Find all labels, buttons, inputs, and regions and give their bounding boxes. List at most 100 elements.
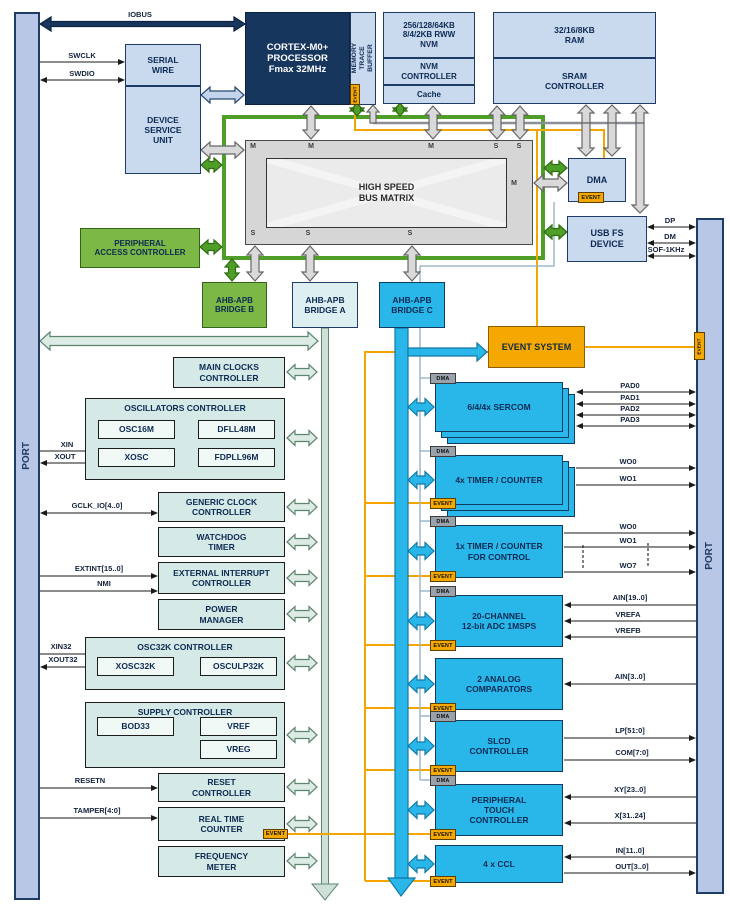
device-service-unit-block: DEVICE SERVICE UNIT bbox=[125, 86, 201, 174]
block-supply-sub-1: VREF bbox=[200, 717, 277, 736]
matrix-bridge-arrow-0 bbox=[245, 245, 265, 282]
signal-label-dp: DP bbox=[664, 216, 676, 225]
nvm-green-arrow bbox=[391, 102, 409, 117]
block-adc-event-tag: EVENT bbox=[430, 640, 456, 651]
signal-dp-arrowhead-right bbox=[689, 224, 696, 230]
dma-event-tag: EVENT bbox=[578, 192, 604, 203]
matrix-bridge-arrow-1 bbox=[300, 245, 320, 282]
signal-label-out3: OUT[3..0] bbox=[615, 862, 649, 871]
signal-label-nmi: NMI bbox=[97, 579, 111, 588]
matrix-port-top-4: S bbox=[516, 143, 522, 150]
signal-label-vrefa: VREFA bbox=[615, 610, 641, 619]
event-system-cyan-arrow bbox=[407, 341, 488, 363]
nvm-cache-block: Cache bbox=[383, 85, 475, 104]
ahb-apb-bridge-c-block: AHB-APB BRIDGE C bbox=[379, 282, 445, 328]
apb-a-bus-arrowhead bbox=[310, 883, 340, 901]
block-osc32k-sub-1: OSCULP32K bbox=[200, 657, 277, 676]
signal-label-tamper: TAMPER[4:0] bbox=[73, 806, 121, 815]
signal-label-resetn: RESETN bbox=[74, 776, 106, 785]
signal-label-swdio: SWDIO bbox=[69, 69, 95, 78]
dsu-green-arrow bbox=[200, 156, 223, 174]
left-block-connector-7 bbox=[286, 726, 318, 744]
signal-pad0-arrowhead-left bbox=[576, 389, 583, 395]
signal-label-x31: X[31..24] bbox=[614, 811, 646, 820]
signal-pad3-arrowhead-right bbox=[689, 423, 696, 429]
block-reset: RESET CONTROLLER bbox=[158, 773, 285, 802]
signal-label-gclk-io: GCLK_IO[4..0] bbox=[71, 501, 123, 510]
signal-label-pad0: PAD0 bbox=[620, 381, 640, 390]
signal-xout32-arrowhead-left bbox=[40, 664, 47, 670]
signal-xy-arrowhead-left bbox=[564, 794, 571, 800]
signal-swdio-arrowhead-right bbox=[118, 77, 125, 83]
right-port-bar: PORT bbox=[696, 218, 724, 894]
signal-pad1-arrowhead-right bbox=[689, 401, 696, 407]
matrix-port-top-2: M bbox=[428, 143, 434, 150]
left-port-label: PORT bbox=[21, 442, 33, 470]
sram-controller-block: SRAM CONTROLLER bbox=[493, 58, 656, 104]
nvm-controller-block: NVM CONTROLLER bbox=[383, 58, 475, 85]
signal-label-tc-wo1: WO1 bbox=[619, 474, 637, 483]
signal-com-arrowhead-right bbox=[689, 757, 696, 763]
signal-label-tcc-wo1: WO1 bbox=[619, 536, 637, 545]
apb-a-bus bbox=[321, 327, 329, 885]
signal-pad2-arrowhead-left bbox=[576, 412, 583, 418]
signal-gclk-io-arrowhead-right bbox=[151, 510, 158, 516]
left-block-connector-8 bbox=[286, 778, 318, 796]
sram-up-arrow-1 bbox=[602, 104, 622, 124]
left-port-bar: PORT bbox=[14, 12, 40, 900]
block-freq-meter: FREQUENCY METER bbox=[158, 846, 285, 877]
signal-ain19-arrowhead-left bbox=[564, 602, 571, 608]
right-block-connector-1 bbox=[407, 470, 435, 490]
signal-swdio-arrowhead-left bbox=[40, 77, 47, 83]
block-ccl-event-tag: EVENT bbox=[430, 876, 456, 887]
group-oscillators-title: OSCILLATORS CONTROLLER bbox=[124, 403, 246, 413]
block-ptc: PERIPHERAL TOUCH CONTROLLER bbox=[435, 784, 563, 836]
left-block-connector-3 bbox=[286, 533, 318, 551]
signal-vrefb-arrowhead-left bbox=[564, 634, 571, 640]
block-tc-event-tag: EVENT bbox=[430, 498, 456, 509]
signal-label-tcc-wo7: WO7 bbox=[619, 561, 637, 570]
block-watchdog: WATCHDOG TIMER bbox=[158, 527, 285, 557]
signal-label-tcc-wo0: WO0 bbox=[619, 522, 637, 531]
dsu-cortex-arrow bbox=[200, 85, 245, 105]
matrix-port-bottom-1: S bbox=[305, 230, 311, 237]
signal-sof-arrowhead-left bbox=[647, 253, 654, 259]
block-slcd-dma-tag: DMA bbox=[430, 711, 456, 722]
mtb-event-tag: EVENT bbox=[350, 84, 360, 105]
signal-label-dm: DM bbox=[664, 232, 676, 241]
matrix-port-bottom-2: S bbox=[407, 230, 413, 237]
block-oscillators-sub-3: FDPLL96M bbox=[198, 448, 275, 467]
left-block-connector-5 bbox=[286, 605, 318, 623]
signal-resetn-arrowhead-right bbox=[151, 785, 158, 791]
block-main-clocks: MAIN CLOCKS CONTROLLER bbox=[173, 357, 285, 388]
signal-dm-arrowhead-left bbox=[647, 240, 654, 246]
block-ptc-event-tag: EVENT bbox=[430, 829, 456, 840]
bridge-b-green-arrow bbox=[223, 258, 241, 282]
block-oscillators-sub-2: XOSC bbox=[98, 448, 175, 467]
nvm-memory-block: 256/128/64KB 8/4/2KB RWW NVM bbox=[383, 12, 475, 58]
mtb-bus-arrow bbox=[365, 104, 381, 124]
block-tcc-dma-tag: DMA bbox=[430, 516, 456, 527]
dma-green-arrow bbox=[543, 159, 568, 177]
right-port-label: PORT bbox=[704, 542, 716, 570]
signal-pad0-arrowhead-right bbox=[689, 389, 696, 395]
matrix-port-top-1: M bbox=[308, 143, 314, 150]
signal-extint-arrowhead-right bbox=[151, 573, 158, 579]
group-osc32k-title: OSC32K CONTROLLER bbox=[137, 642, 233, 652]
signal-pad2-arrowhead-right bbox=[689, 412, 696, 418]
right-block-connector-3 bbox=[407, 611, 435, 631]
block-oscillators-sub-1: DFLL48M bbox=[198, 420, 275, 439]
matrix-dma-arrow bbox=[533, 173, 568, 193]
cortex-matrix-arrow bbox=[301, 105, 321, 140]
signal-label-xin32: XIN32 bbox=[50, 642, 72, 651]
block-oscillators-sub-0: OSC16M bbox=[98, 420, 175, 439]
block-supply-sub-2: VREG bbox=[200, 740, 277, 759]
signal-ain3-arrowhead-left bbox=[564, 681, 571, 687]
high-speed-bus-matrix-block: HIGH SPEED BUS MATRIX bbox=[266, 158, 507, 228]
signal-label-lp: LP[51:0] bbox=[615, 726, 645, 735]
signal-tc-wo0-arrowhead-right bbox=[689, 465, 696, 471]
block-eic: EXTERNAL INTERRUPT CONTROLLER bbox=[158, 562, 285, 594]
dma-down-arrow-1 bbox=[576, 122, 596, 157]
apb-c-bus bbox=[394, 327, 409, 879]
